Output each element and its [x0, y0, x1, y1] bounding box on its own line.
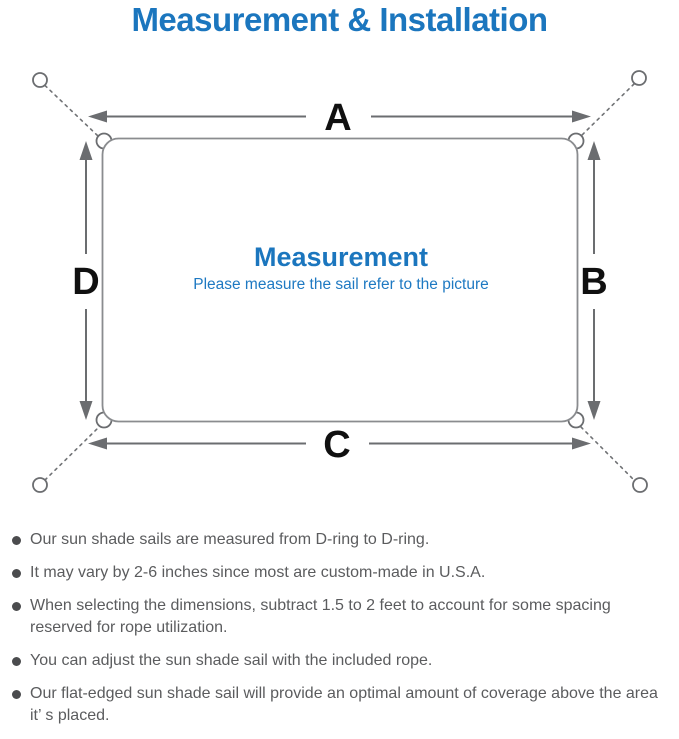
notes-list: Our sun shade sails are measured from D-…	[12, 529, 668, 738]
arrowhead-up-icon	[79, 141, 93, 160]
dotted-rope-bottom-right	[580, 426, 635, 481]
dotted-rope-top-left	[44, 84, 99, 137]
list-item: Our flat-edged sun shade sail will provi…	[12, 683, 668, 727]
sail-outline	[101, 137, 579, 423]
dotted-rope-lines	[44, 83, 635, 481]
bullet-dot-icon	[12, 568, 21, 578]
note-text: You can adjust the sun shade sail with t…	[30, 652, 433, 669]
dimension-line-a	[88, 110, 591, 123]
note-text: It may vary by 2-6 inches since most are…	[30, 564, 486, 581]
arrowhead-down-icon	[587, 401, 601, 420]
list-item: When selecting the dimensions, subtract …	[12, 595, 668, 639]
arrowhead-up-icon	[587, 141, 601, 160]
anchor-ring-icon	[32, 72, 48, 88]
dotted-rope-bottom-left	[44, 427, 99, 481]
dimension-label-d: D	[72, 261, 99, 303]
note-text: Our sun shade sails are measured from D-…	[30, 531, 430, 548]
arrowhead-left-icon	[88, 437, 107, 450]
arrowhead-right-icon	[572, 437, 591, 450]
diagram-center-heading: Measurement	[254, 242, 428, 272]
anchor-ring-icon	[32, 477, 48, 493]
dimension-line-b	[587, 141, 601, 420]
dimension-line-c	[88, 437, 591, 450]
page-title: Measurement & Installation	[131, 1, 548, 38]
list-item: You can adjust the sun shade sail with t…	[12, 650, 668, 672]
dimension-line-d	[79, 141, 93, 420]
sail-measurement-diagram: A B C D Measurement Please measure the s…	[32, 70, 648, 493]
list-item: It may vary by 2-6 inches since most are…	[12, 562, 668, 584]
dimension-label-c: C	[323, 424, 350, 466]
bullet-dot-icon	[12, 656, 21, 666]
note-text: Our flat-edged sun shade sail will provi…	[30, 685, 658, 724]
diagram-center-subtitle: Please measure the sail refer to the pic…	[193, 276, 489, 293]
dimension-label-b: B	[580, 261, 607, 303]
bullet-dot-icon	[12, 689, 21, 699]
bullet-dot-icon	[12, 601, 21, 611]
list-item: Our sun shade sails are measured from D-…	[12, 529, 668, 551]
dotted-rope-top-right	[580, 83, 635, 137]
anchor-ring-icon	[632, 477, 648, 493]
anchor-ring-icon	[631, 70, 647, 86]
note-text: When selecting the dimensions, subtract …	[30, 597, 611, 636]
bullet-dot-icon	[12, 535, 21, 545]
arrowhead-down-icon	[79, 401, 93, 420]
arrowhead-right-icon	[572, 110, 591, 123]
dimension-label-a: A	[324, 97, 351, 139]
arrowhead-left-icon	[88, 110, 107, 123]
anchor-rings	[32, 70, 648, 493]
